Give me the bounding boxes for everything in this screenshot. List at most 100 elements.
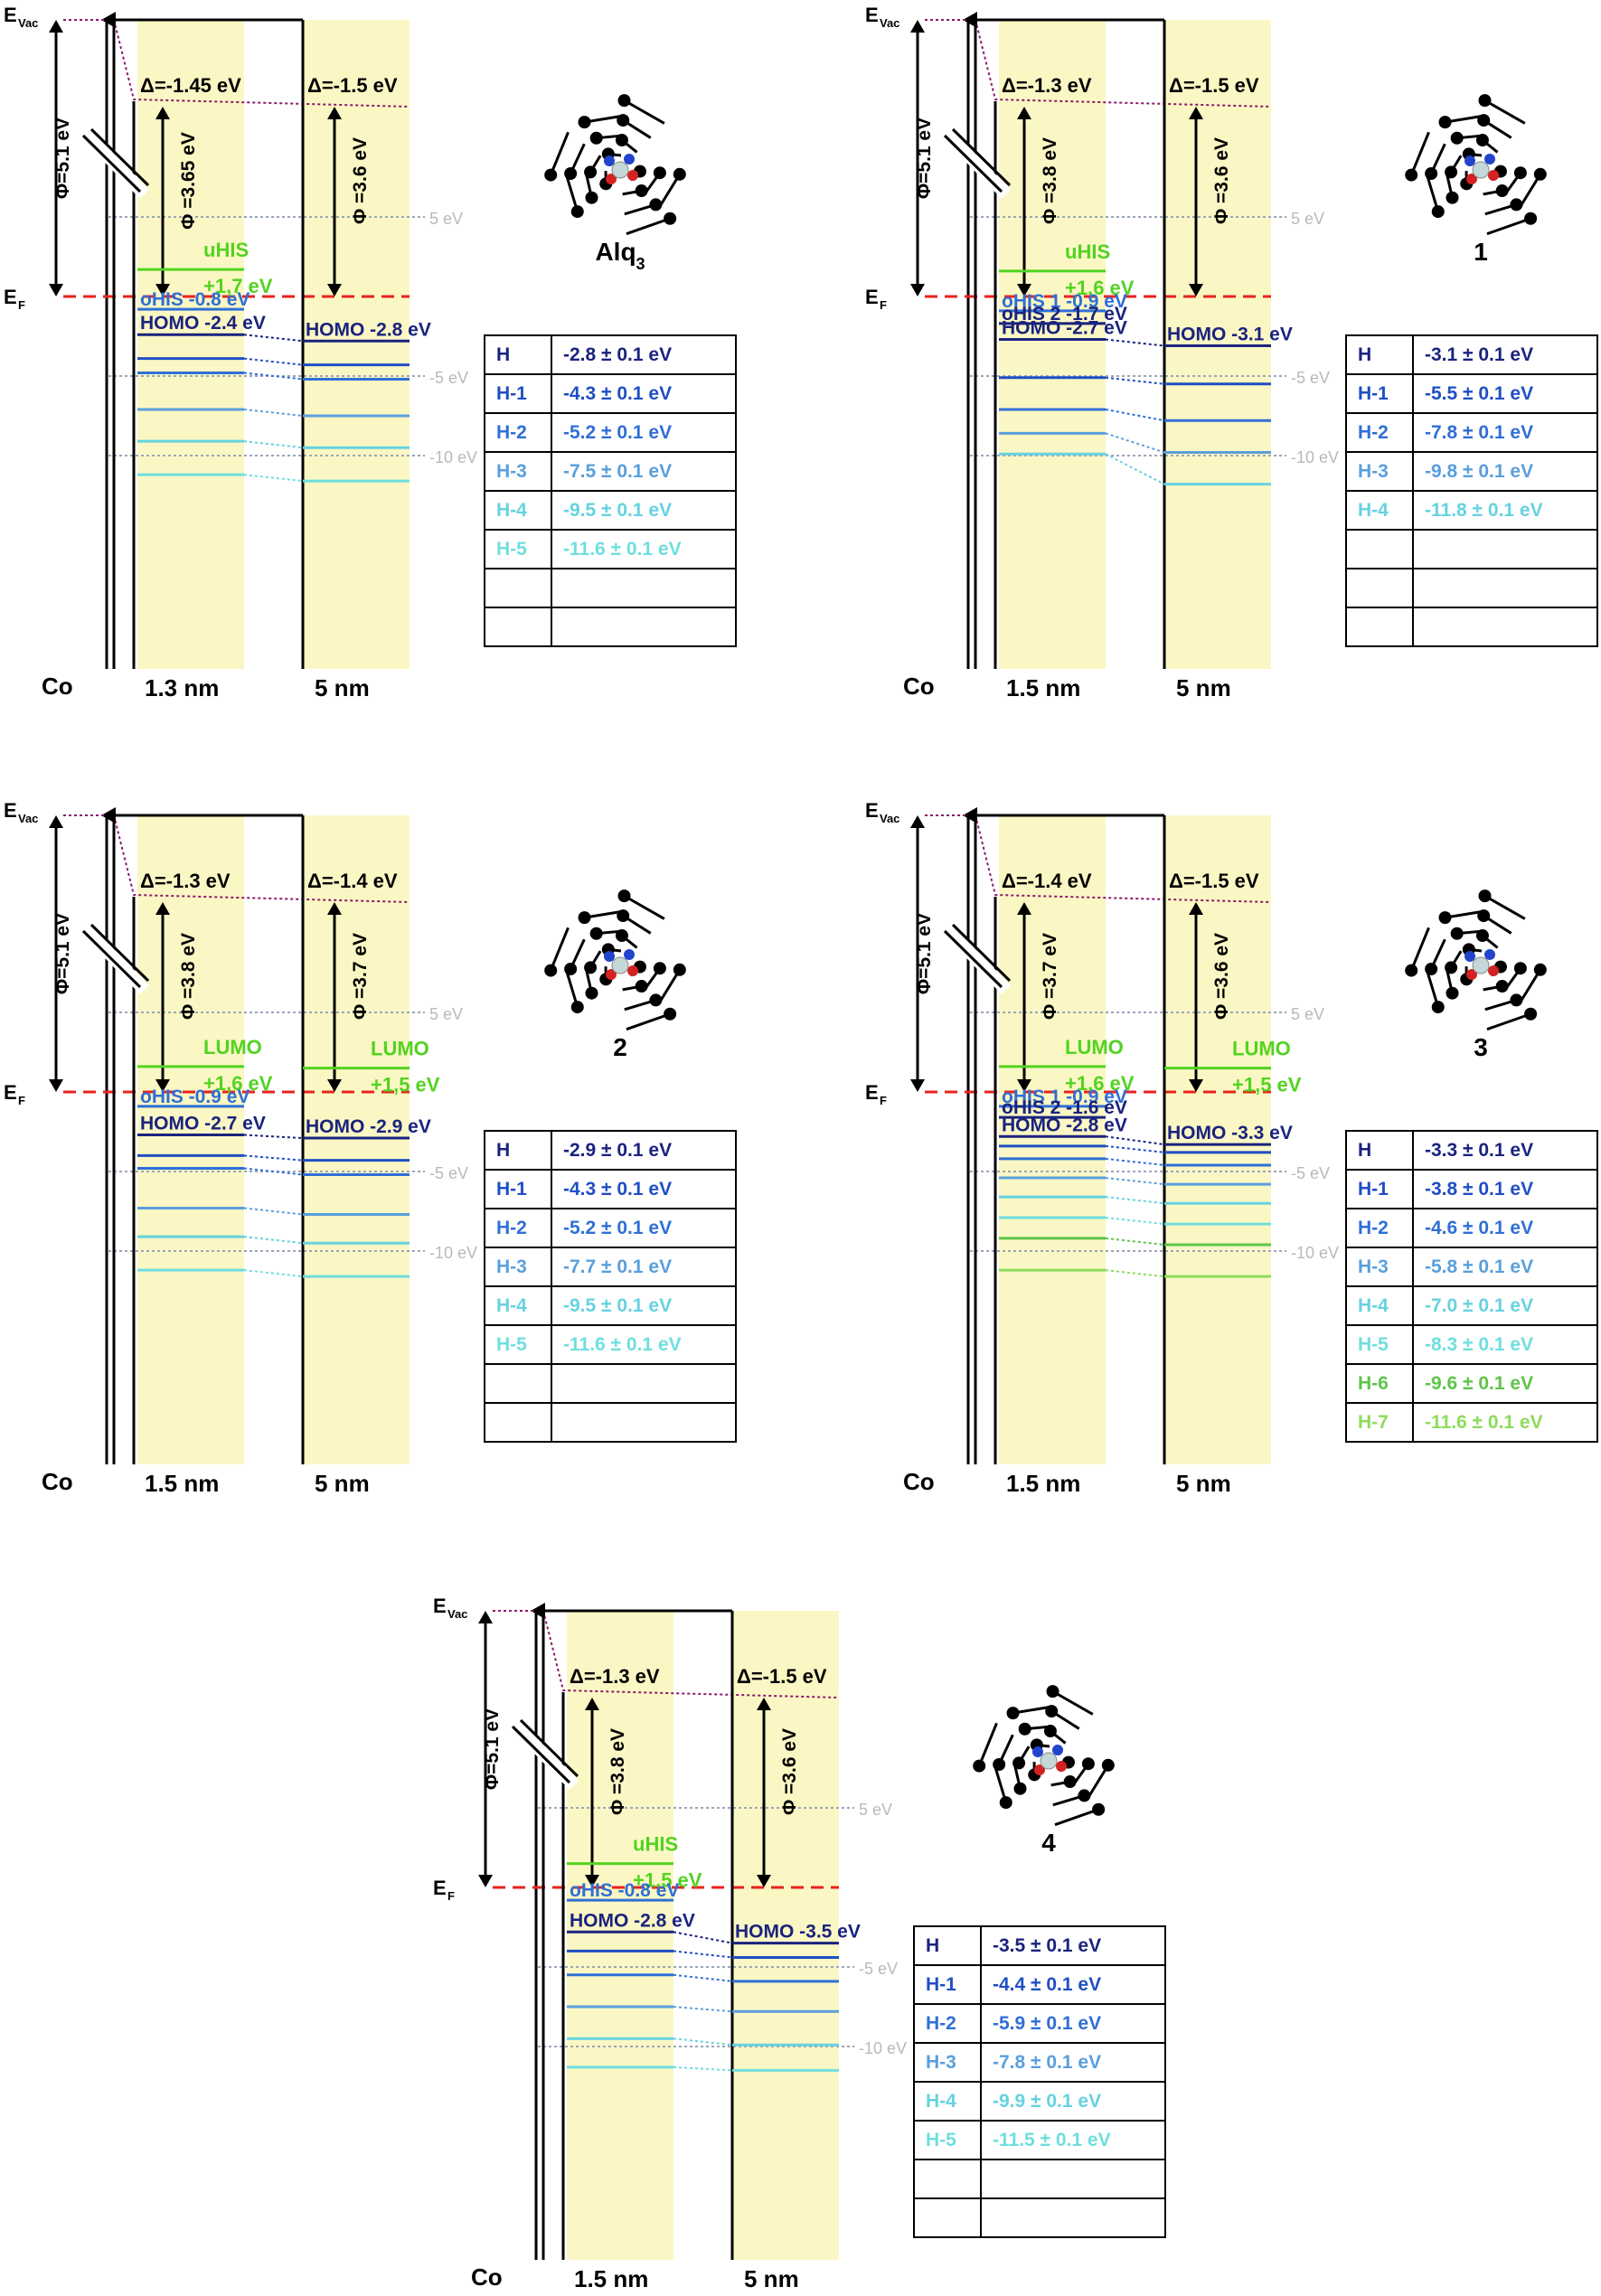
- level-name-cell: [913, 2197, 982, 2238]
- homo-thin-label: HOMO -2.8 eV: [570, 1910, 695, 1931]
- scale-tick-label: -5 eV: [1291, 369, 1330, 387]
- barrier-thick-arrow-head-bottom: [327, 1079, 342, 1092]
- atom-carbon: [1478, 889, 1492, 903]
- level-name-cell: H-3: [484, 451, 552, 492]
- atom-metal: [611, 161, 629, 179]
- atom-carbon: [673, 167, 686, 181]
- ef-label-sub: F: [880, 298, 887, 312]
- barrier-thin-arrow-head-bottom: [1017, 284, 1031, 296]
- table-row: H-2-5.2 ± 0.1 eV: [484, 1208, 737, 1248]
- level-connector-4: [1105, 453, 1165, 485]
- atom-oxygen: [606, 969, 617, 980]
- phi-label: Φ=5.1 eV: [482, 1708, 503, 1790]
- level-name-cell: H-2: [913, 2003, 982, 2044]
- barrier-thick-label: Φ =3.6 eV: [779, 1728, 800, 1815]
- level-energy-cell: -3.8 ± 0.1 eV: [1412, 1169, 1598, 1209]
- table-row: H-5-11.6 ± 0.1 eV: [484, 1324, 737, 1365]
- level-energy-cell: -3.5 ± 0.1 eV: [980, 1925, 1166, 1966]
- atom-nitrogen: [1052, 1745, 1063, 1755]
- level-connector-0: [1105, 1135, 1165, 1146]
- atom-carbon: [973, 1759, 986, 1773]
- barrier-thick-label: Φ =3.6 eV: [350, 137, 371, 224]
- evac-label-sub: Vac: [18, 812, 38, 825]
- thickness-thin-label: 1.5 nm: [1006, 1470, 1080, 1497]
- table-row: H-4-9.9 ± 0.1 eV: [913, 2081, 1166, 2122]
- scale-tick-label: -5 eV: [429, 369, 468, 387]
- break-mark-1: [81, 929, 142, 989]
- bond: [584, 909, 624, 919]
- table-row: [913, 2159, 1166, 2199]
- atom-metal: [1040, 1752, 1058, 1770]
- bond: [657, 969, 682, 1004]
- ef-label: E: [4, 286, 17, 308]
- level-energy-cell: -3.3 ± 0.1 eV: [1412, 1130, 1598, 1171]
- level-energy-cell: -5.2 ± 0.1 eV: [551, 1208, 737, 1248]
- ef-label-sub: F: [447, 1889, 455, 1903]
- barrier-thick-arrow-head-top: [1189, 107, 1203, 119]
- homo-thick-label: HOMO -3.5 eV: [735, 1922, 861, 1943]
- atom-carbon: [1524, 1007, 1538, 1021]
- level-name-cell: H-2: [484, 1208, 552, 1248]
- level-connector-5: [243, 1269, 304, 1278]
- atom-nitrogen: [624, 154, 635, 165]
- barrier-thin-arrow-head-bottom: [155, 284, 170, 296]
- unocc-thick-value: +1,5 eV: [371, 1074, 440, 1096]
- level-energy-cell: [551, 1363, 737, 1404]
- scale-tick-label: -10 eV: [1291, 1244, 1339, 1262]
- level-energy-cell: -4.4 ± 0.1 eV: [980, 1964, 1166, 2005]
- table-row: H-1-3.8 ± 0.1 eV: [1345, 1169, 1598, 1209]
- unocc-thick-name: LUMO: [1232, 1038, 1291, 1060]
- thickness-thin-label: 1.5 nm: [145, 1470, 219, 1497]
- evac-label-sub: Vac: [447, 1607, 467, 1621]
- level-name-cell: H: [1345, 334, 1414, 375]
- atom-oxygen: [1466, 174, 1477, 184]
- ohis-label: oHIS -0.8 eV: [570, 1880, 679, 1901]
- phi-label: Φ=5.1 eV: [914, 118, 935, 199]
- level-energy-cell: -4.3 ± 0.1 eV: [551, 1169, 737, 1209]
- phi-label: Φ=5.1 eV: [52, 913, 73, 994]
- break-mark-2: [519, 1718, 579, 1778]
- atom-nitrogen: [1032, 1746, 1043, 1757]
- co-label: Co: [42, 673, 73, 700]
- atom-carbon: [1478, 94, 1492, 108]
- evac-label-sub: Vac: [18, 16, 38, 30]
- level-connector-5: [1105, 1217, 1165, 1226]
- level-energy-cell: [551, 568, 737, 608]
- level-name-cell: H-7: [1345, 1402, 1414, 1443]
- level-connector-3: [243, 1207, 304, 1216]
- atom-carbon: [1063, 1775, 1077, 1789]
- table-row: [1345, 607, 1598, 647]
- bond: [1445, 114, 1484, 124]
- atom-carbon: [578, 911, 591, 925]
- bond: [1086, 1764, 1110, 1800]
- phi-arrow-head-bottom: [910, 284, 925, 296]
- level-name-cell: H-4: [913, 2081, 982, 2122]
- table-row: H-3.3 ± 0.1 eV: [1345, 1130, 1598, 1171]
- barrier-thin-arrow-head-bottom: [1017, 1079, 1031, 1092]
- barrier-thick-arrow-head-top: [1189, 902, 1203, 915]
- evac-label: E: [4, 4, 17, 26]
- atom-carbon: [1078, 1789, 1091, 1802]
- evac-label: E: [4, 799, 17, 822]
- level-energy-cell: [1412, 607, 1598, 647]
- level-energy-cell: -11.5 ± 0.1 eV: [980, 2120, 1166, 2160]
- barrier-thick-arrow-head-top: [327, 902, 342, 915]
- barrier-thin-arrow-head-top: [1017, 107, 1031, 119]
- scale-tick-label: 5 eV: [429, 1005, 463, 1023]
- bond: [1425, 173, 1440, 212]
- barrier-thin-label: Φ =3.65 eV: [178, 132, 199, 230]
- atom-carbon: [589, 131, 603, 145]
- thickness-thin-label: 1.5 nm: [574, 2265, 648, 2292]
- ef-label-sub: F: [18, 298, 25, 312]
- atom-oxygen: [606, 174, 617, 184]
- atom-carbon: [653, 166, 666, 180]
- atom-carbon: [1533, 963, 1547, 976]
- band-thin: [137, 815, 244, 1464]
- level-connector-5: [243, 474, 304, 483]
- barrier-thin-arrow-head-top: [1017, 902, 1031, 915]
- molecule-structure: [544, 889, 686, 1031]
- level-name-cell: H-4: [484, 1285, 552, 1326]
- molecule-structure: [544, 94, 686, 236]
